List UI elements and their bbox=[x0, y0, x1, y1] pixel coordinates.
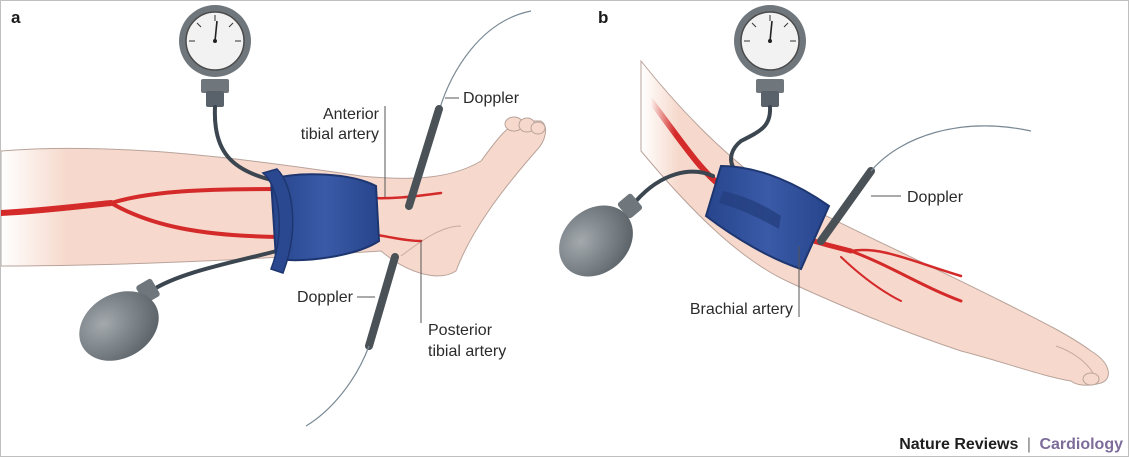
arm-b bbox=[641, 61, 1108, 385]
label-doppler-b: Doppler bbox=[907, 189, 964, 206]
doppler-probe-b bbox=[821, 126, 1031, 241]
panel-b: b Doppler Brachial artery bbox=[545, 5, 1109, 385]
credit-separator: | bbox=[1027, 436, 1031, 453]
panel-label-b: b bbox=[598, 8, 608, 27]
inflation-bulb-b bbox=[545, 191, 647, 291]
label-brachial-artery: Brachial artery bbox=[690, 301, 793, 318]
panel-label-a: a bbox=[11, 8, 21, 27]
credit-publisher: Nature Reviews bbox=[899, 436, 1018, 453]
doppler-probe-a-bottom bbox=[306, 257, 395, 426]
inflation-bulb-a bbox=[67, 277, 172, 374]
pressure-gauge-b bbox=[734, 5, 806, 107]
credit-journal: Cardiology bbox=[1039, 436, 1123, 453]
bp-cuff-a bbox=[263, 169, 379, 273]
journal-credit: Nature Reviews | Cardiology bbox=[899, 436, 1123, 453]
label-anterior-tibial-artery-line2: tibial artery bbox=[301, 126, 379, 143]
panel-a: a Anterior tibial artery Doppler Doppler… bbox=[1, 5, 546, 426]
label-anterior-tibial-artery-line1: Anterior bbox=[323, 106, 380, 123]
label-posterior-tibial-artery-line2: tibial artery bbox=[428, 343, 506, 360]
label-posterior-tibial-artery-line1: Posterior bbox=[428, 322, 493, 339]
label-doppler-bottom: Doppler bbox=[297, 289, 354, 306]
label-doppler-top: Doppler bbox=[463, 90, 520, 107]
pressure-gauge-a bbox=[179, 5, 251, 107]
